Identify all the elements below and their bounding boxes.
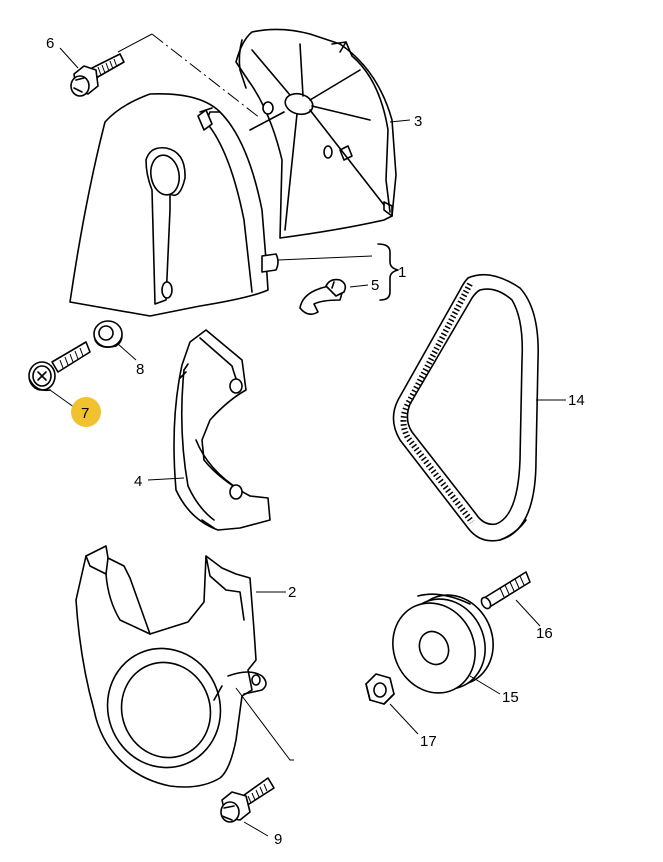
callout-2[interactable]: 2 <box>288 584 296 601</box>
callout-14[interactable]: 14 <box>568 392 585 409</box>
leader-8 <box>117 343 137 361</box>
callout-16[interactable]: 16 <box>536 625 553 642</box>
alignment-centerline <box>151 33 261 119</box>
lower-timing-belt-cover-2[interactable] <box>75 545 267 788</box>
callout-1[interactable]: 1 <box>398 264 406 281</box>
leader-4 <box>147 477 185 481</box>
leader-6-cover <box>117 33 153 53</box>
callout-8[interactable]: 8 <box>136 361 144 378</box>
leader-cover-to-1 <box>277 255 373 261</box>
callout-9[interactable]: 9 <box>274 831 282 848</box>
leader-9-bolt <box>243 821 269 837</box>
bracket-4[interactable] <box>173 329 271 531</box>
leader-9 <box>235 687 294 761</box>
highlight-marker <box>71 397 101 427</box>
bolt-9-hex-flange[interactable] <box>220 777 275 823</box>
timing-belt-14[interactable] <box>392 273 539 542</box>
group-brace-1 <box>377 243 399 301</box>
pulley-15[interactable] <box>378 581 507 706</box>
callout-7[interactable]: 7 <box>81 405 89 422</box>
callout-15[interactable]: 15 <box>502 689 519 706</box>
bolt-7-hex-flange[interactable] <box>28 341 91 392</box>
leader-17 <box>389 703 419 735</box>
callout-4[interactable]: 4 <box>134 473 142 490</box>
callout-5[interactable]: 5 <box>371 277 379 294</box>
clip-5[interactable] <box>299 278 347 316</box>
leader-15 <box>469 675 501 695</box>
nut-17[interactable] <box>365 673 395 705</box>
leader-16 <box>515 599 541 627</box>
leader-6 <box>59 47 79 69</box>
callout-6[interactable]: 6 <box>46 35 54 52</box>
callout-3[interactable]: 3 <box>414 113 422 130</box>
rear-belt-guard-plate[interactable] <box>235 28 397 239</box>
leader-5 <box>349 284 369 288</box>
bolt-6-hex-flange[interactable] <box>70 53 125 97</box>
upper-timing-belt-cover[interactable] <box>69 93 279 317</box>
washer-8[interactable] <box>93 320 123 348</box>
callout-17[interactable]: 17 <box>420 733 437 750</box>
pin-16[interactable] <box>480 571 531 610</box>
leader-3 <box>389 119 411 123</box>
